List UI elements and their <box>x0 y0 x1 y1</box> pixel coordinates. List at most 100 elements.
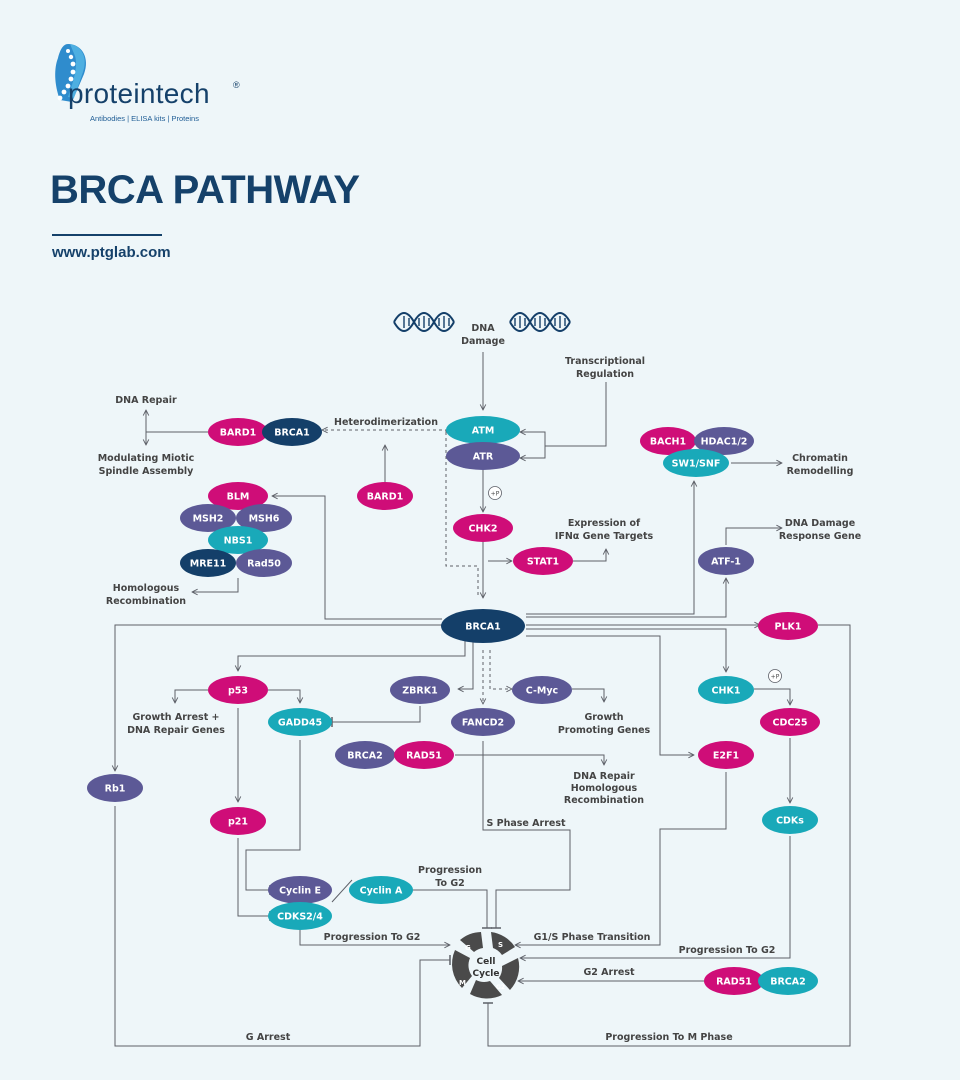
phosphorylation-marker: +P <box>768 669 782 683</box>
g1s-transition-label: G1/S Phase Transition <box>534 932 651 943</box>
node-shape <box>208 526 268 554</box>
dna-damage-response-label: DNA Damage <box>785 518 855 529</box>
node-shape <box>758 967 818 995</box>
node-label: GADD45 <box>278 718 322 729</box>
node-label: C-Myc <box>526 686 558 697</box>
dna-damage-response-label: Response Gene <box>779 531 861 542</box>
expression-label: IFNα Gene Targets <box>555 531 654 542</box>
node-shape <box>640 427 696 455</box>
node-chk1: CHK1 <box>698 676 754 704</box>
node-bach1: BACH1 <box>640 427 696 455</box>
node-atf1: ATF-1 <box>698 547 754 575</box>
progression-g2-top-label: Progression <box>418 865 482 876</box>
node-label: MSH2 <box>193 514 224 525</box>
node-label: NBS1 <box>224 536 253 547</box>
node-e2f1: E2F1 <box>698 741 754 769</box>
progression-g2-left-label: Progression To G2 <box>324 932 421 943</box>
node-label: MRE11 <box>190 559 226 570</box>
node-shape <box>512 676 572 704</box>
chromatin-label: Remodelling <box>787 466 854 477</box>
node-label: HDAC1/2 <box>701 437 748 448</box>
logo-tagline: Antibodies | ELISA kits | Proteins <box>90 114 199 123</box>
node-brca1-top: BRCA1 <box>262 418 322 446</box>
node-gadd45: GADD45 <box>268 708 332 736</box>
node-shape <box>208 676 268 704</box>
modulating-label: Modulating Miotic <box>98 453 195 464</box>
node-shape <box>441 609 525 643</box>
dna-repair-hr-label: Recombination <box>564 795 644 806</box>
svg-text:M: M <box>459 979 466 987</box>
node-shape <box>335 741 395 769</box>
transcriptional-label: Regulation <box>576 369 634 380</box>
node-shape <box>513 547 573 575</box>
homologous-label: Recombination <box>106 596 186 607</box>
node-blm: BLM <box>208 482 268 510</box>
node-cdks: CDKs <box>762 806 818 834</box>
node-plk1: PLK1 <box>758 612 818 640</box>
website-link[interactable]: www.ptglab.com <box>52 244 171 261</box>
node-label: STAT1 <box>527 557 559 568</box>
node-shape <box>357 482 413 510</box>
svg-text:Cycle: Cycle <box>473 969 500 979</box>
node-brca2-mid: BRCA2 <box>335 741 395 769</box>
node-label: CDKS2/4 <box>277 912 323 923</box>
node-shape <box>268 902 332 930</box>
node-bard1-mid: BARD1 <box>357 482 413 510</box>
chromatin-label: Chromatin <box>792 453 848 464</box>
dna-damage-label: DNA <box>471 323 495 334</box>
node-p53: p53 <box>208 676 268 704</box>
dna-repair-hr-label: Homologous <box>571 783 638 794</box>
dna-repair-label: DNA Repair <box>115 395 177 406</box>
g-arrest-label: G Arrest <box>246 1032 291 1043</box>
node-shape <box>349 876 413 904</box>
node-zbrk1: ZBRK1 <box>390 676 450 704</box>
progression-g2-right-label: Progression To G2 <box>679 945 776 956</box>
node-shape <box>180 549 236 577</box>
node-label: BRCA1 <box>465 622 501 633</box>
node-label: CDKs <box>776 816 804 827</box>
svg-text:G2: G2 <box>496 984 505 991</box>
logo-wordmark: proteintech <box>68 78 210 109</box>
node-shape <box>698 547 754 575</box>
title-underline <box>52 234 162 236</box>
node-shape <box>236 504 292 532</box>
node-shape <box>760 708 820 736</box>
node-shape <box>663 449 729 477</box>
node-label: Cyclin A <box>360 886 403 897</box>
svg-text:G: G <box>465 944 471 952</box>
growth-promoting-label: Promoting Genes <box>558 725 651 736</box>
dna-helix-icon <box>393 312 455 332</box>
node-shape <box>451 708 515 736</box>
node-cycline: Cyclin E <box>268 876 332 904</box>
dna-helix-icon <box>509 312 571 332</box>
node-label: RAD51 <box>406 751 442 762</box>
node-bard1-top: BARD1 <box>208 418 268 446</box>
node-shape <box>390 676 450 704</box>
node-shape <box>698 741 754 769</box>
node-swsnf: SW1/SNF <box>663 449 729 477</box>
node-label: CHK1 <box>712 686 741 697</box>
svg-text:S: S <box>498 941 503 949</box>
expression-label: Expression of <box>568 518 641 529</box>
dna-damage-label: Damage <box>461 336 505 347</box>
node-label: BRCA1 <box>274 428 310 439</box>
node-label: BLM <box>227 492 250 503</box>
node-shape <box>87 774 143 802</box>
node-label: BARD1 <box>220 428 256 439</box>
svg-text:Cell: Cell <box>477 957 496 967</box>
node-label: Rb1 <box>105 784 126 795</box>
node-shape <box>208 418 268 446</box>
node-msh6: MSH6 <box>236 504 292 532</box>
proteintech-logo-icon <box>55 44 87 102</box>
connector-lines <box>115 352 851 1047</box>
node-fancd2: FANCD2 <box>451 708 515 736</box>
node-label: PLK1 <box>775 622 802 633</box>
s-phase-arrest-label: S Phase Arrest <box>486 818 566 829</box>
node-rad51-mid: RAD51 <box>394 741 454 769</box>
node-label: SW1/SNF <box>672 459 721 470</box>
node-shape <box>453 514 513 542</box>
progression-m-label: Progression To M Phase <box>605 1032 732 1043</box>
node-label: p21 <box>228 817 248 828</box>
node-nbs1: NBS1 <box>208 526 268 554</box>
node-label: RAD51 <box>716 977 752 988</box>
